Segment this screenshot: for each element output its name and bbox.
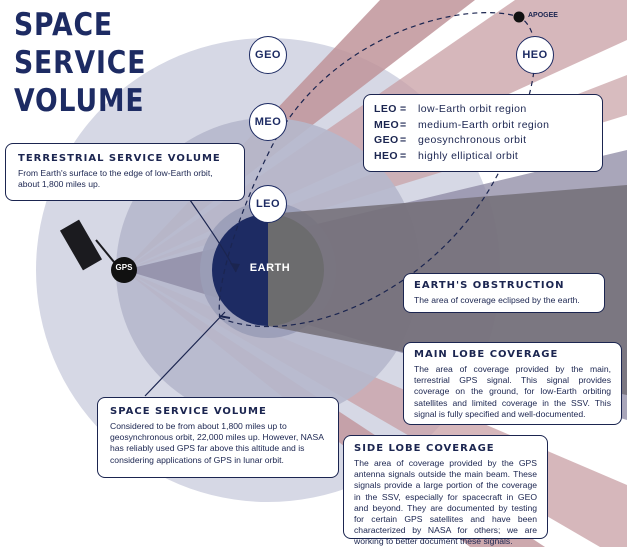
- terrestrial-arrowhead: [230, 263, 240, 272]
- heo-orbit-marker: HEO: [516, 36, 554, 74]
- legend-row-heo: HEO = highly elliptical orbit: [374, 149, 519, 162]
- terrestrial-heading: TERRESTRIAL SERVICE VOLUME: [18, 153, 221, 164]
- earth-night: [268, 214, 324, 326]
- apogee-dot: [513, 11, 525, 23]
- meo-orbit-marker: MEO: [249, 103, 287, 141]
- apogee-label: APOGEE: [528, 12, 558, 19]
- obstruction-body: The area of coverage eclipsed by the ear…: [414, 295, 580, 305]
- geo-orbit-marker: GEO: [249, 36, 287, 74]
- leo-orbit-marker: LEO: [249, 185, 287, 223]
- page-title: SPACE SERVICE VOLUME: [14, 6, 168, 120]
- ssv-heading: SPACE SERVICE VOLUME: [110, 406, 267, 417]
- earths-obstruction-box: EARTH'S OBSTRUCTION The area of coverage…: [403, 273, 605, 313]
- title-line-1: SPACE: [14, 7, 114, 43]
- legend-row-leo: LEO = low-Earth orbit region: [374, 103, 527, 115]
- ssv-pointer-tick: [218, 315, 231, 319]
- terrestrial-body: From Earth's surface to the edge of low-…: [18, 168, 213, 190]
- title-line-2: SERVICE: [14, 45, 147, 81]
- obstruction-heading: EARTH'S OBSTRUCTION: [414, 280, 565, 291]
- earth-label: EARTH: [249, 262, 291, 274]
- legend-row-geo: GEO = geosynchronous orbit: [374, 134, 527, 146]
- side-lobe-coverage-box: SIDE LOBE COVERAGE The area of coverage …: [343, 435, 548, 546]
- title-line-3: VOLUME: [14, 83, 145, 119]
- side-lobe-heading: SIDE LOBE COVERAGE: [354, 443, 495, 454]
- main-lobe-body: The area of coverage provided by the mai…: [414, 364, 611, 419]
- gps-satellite: [59, 219, 137, 283]
- main-lobe-heading: MAIN LOBE COVERAGE: [414, 349, 559, 360]
- main-lobe-coverage-box: MAIN LOBE COVERAGE The area of coverage …: [403, 342, 622, 425]
- ssv-pointer: [144, 311, 226, 397]
- ssv-body: Considered to be from about 1,800 miles …: [110, 421, 324, 465]
- side-lobe-body: The area of coverage provided by the GPS…: [354, 458, 537, 547]
- gps-label: GPS: [115, 263, 133, 272]
- earth-day: [212, 214, 268, 326]
- orbit-legend: LEO = low-Earth orbit region MEO = mediu…: [363, 94, 603, 172]
- legend-row-meo: MEO = medium-Earth orbit region: [374, 118, 550, 131]
- space-service-volume-box: SPACE SERVICE VOLUME Considered to be fr…: [97, 397, 339, 478]
- terrestrial-service-volume-box: TERRESTRIAL SERVICE VOLUME From Earth's …: [5, 143, 245, 201]
